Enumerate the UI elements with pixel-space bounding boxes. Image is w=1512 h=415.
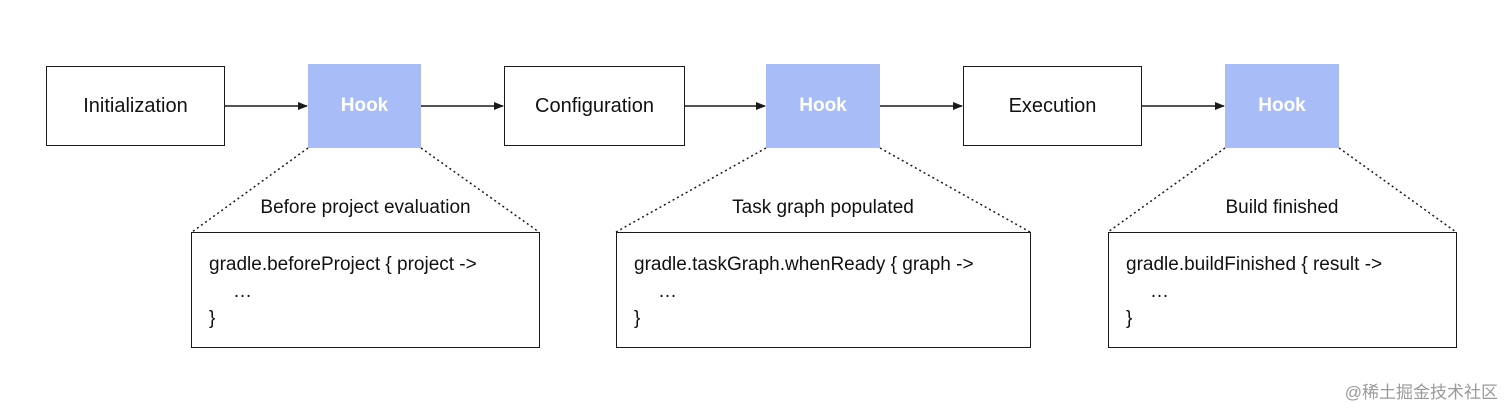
hook-label: Hook xyxy=(799,95,847,116)
hook-caption-build-finished: Build finished xyxy=(1225,197,1339,218)
callout-line-hook-1-left xyxy=(191,147,309,233)
hook-label: Hook xyxy=(1258,95,1306,116)
watermark-text: @稀土掘金技术社区 xyxy=(1344,383,1498,402)
hook-caption-before-project: Before project evaluation xyxy=(260,197,471,218)
hook-box-before-project: Hook xyxy=(308,64,421,148)
phase-execution-label: Execution xyxy=(1008,94,1097,117)
code-line-ellipsis: … xyxy=(658,281,677,302)
code-box-before-project: gradle.beforeProject { project -> … } xyxy=(191,232,540,348)
code-line-closing-brace: } xyxy=(634,308,641,329)
callout-line-hook-3-right xyxy=(1338,147,1457,233)
code-line-ellipsis: … xyxy=(233,281,252,302)
code-line: gradle.taskGraph.whenReady { graph -> xyxy=(634,254,974,275)
hook-caption-task-graph: Task graph populated xyxy=(732,197,914,218)
code-line-ellipsis: … xyxy=(1150,281,1169,302)
code-box-build-finished: gradle.buildFinished { result -> … } xyxy=(1108,232,1457,348)
code-line: gradle.beforeProject { project -> xyxy=(209,254,477,275)
callout-line-hook-1-right xyxy=(420,147,540,233)
hook-box-task-graph: Hook xyxy=(766,64,880,148)
phase-initialization: Initialization xyxy=(46,66,225,146)
callout-line-hook-2-left xyxy=(615,147,767,233)
hook-box-build-finished: Hook xyxy=(1225,64,1339,148)
phase-execution: Execution xyxy=(963,66,1142,146)
callout-line-hook-2-right xyxy=(879,147,1031,233)
code-line-closing-brace: } xyxy=(209,308,216,329)
phase-configuration: Configuration xyxy=(504,66,685,146)
callout-line-hook-3-left xyxy=(1107,147,1226,233)
phase-configuration-label: Configuration xyxy=(535,94,654,117)
code-box-task-graph: gradle.taskGraph.whenReady { graph -> … … xyxy=(616,232,1031,348)
code-line: gradle.buildFinished { result -> xyxy=(1126,254,1383,275)
hook-label: Hook xyxy=(340,95,389,116)
code-line-closing-brace: } xyxy=(1126,308,1133,329)
phase-initialization-label: Initialization xyxy=(83,94,188,117)
